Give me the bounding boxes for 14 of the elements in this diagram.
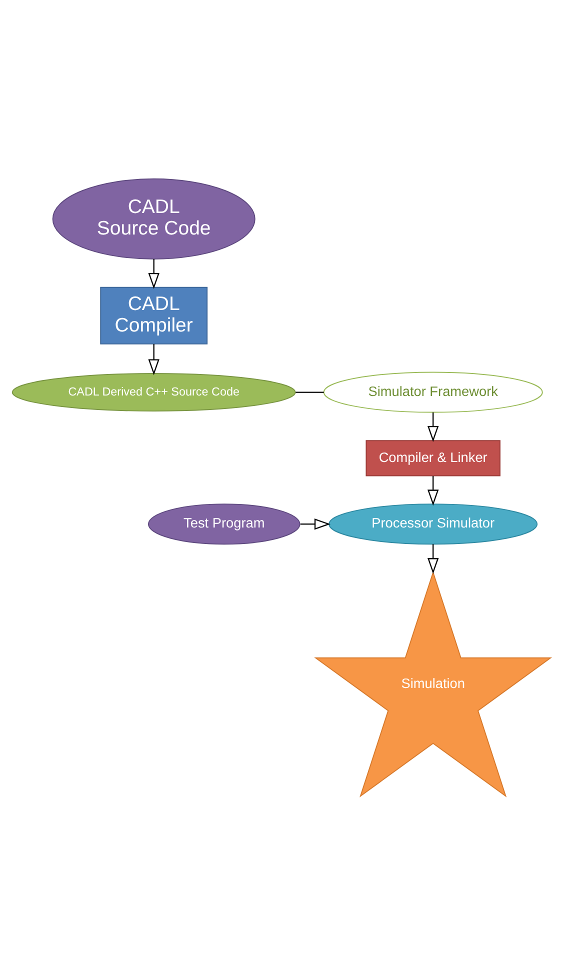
node-ellipse: Simulator Framework — [323, 372, 543, 413]
arrow — [148, 259, 160, 289]
connector — [296, 392, 324, 393]
arrow — [428, 544, 439, 574]
node-ellipse: CADL Source Code — [52, 178, 256, 260]
node-ellipse: CADL Derived C++ Source Code — [12, 373, 296, 412]
node-ellipse: Processor Simulator — [328, 504, 538, 545]
arrow — [300, 518, 330, 530]
arrow — [148, 344, 160, 376]
node-box: Compiler & Linker — [366, 440, 500, 476]
node-box: CADL Compiler — [100, 286, 208, 344]
arrow — [428, 476, 439, 506]
node-ellipse: Test Program — [148, 504, 300, 545]
arrow — [428, 412, 439, 442]
